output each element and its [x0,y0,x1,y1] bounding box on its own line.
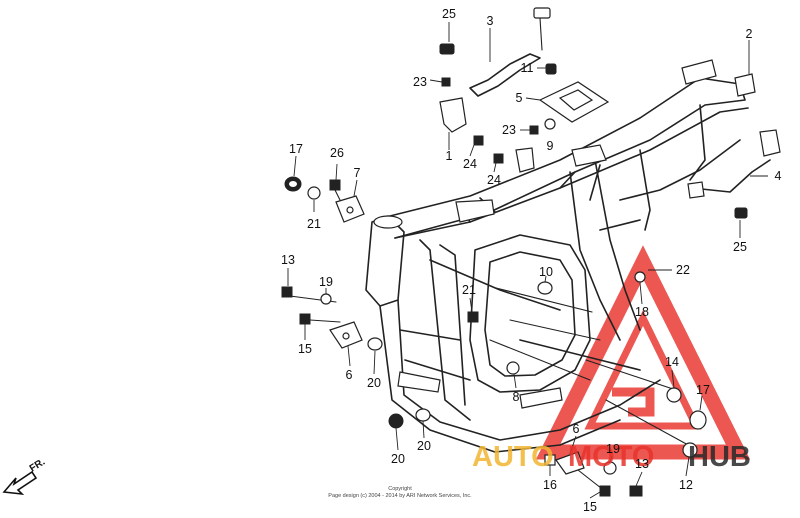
leader-lines [287,22,768,499]
hardware-bolt-26 [329,179,341,201]
callout-23: 23 [502,123,516,137]
hardware-bolt-13b [629,485,643,497]
callout-13: 13 [281,253,295,267]
hardware-bolt-24a [473,135,484,146]
callout-20: 20 [417,439,431,453]
callout-18: 18 [635,305,649,319]
hardware-bolt-25-right [734,207,748,219]
hardware-nut-20b [388,413,404,429]
hardware-collar-19a [320,293,332,305]
callout-25: 25 [733,240,747,254]
hardware-nut-17b [689,410,707,430]
callout-4: 4 [775,169,782,183]
hardware-nut-20a [367,337,383,351]
callout-21: 21 [307,217,321,231]
callout-2: 2 [746,27,753,41]
hardware-bolt-15a [299,313,311,325]
watermark-part2: MOTO [568,441,654,473]
callout-23: 23 [413,75,427,89]
hardware-bracket-small [515,147,535,173]
callout-14: 14 [665,355,679,369]
part-plate-5 [538,81,610,123]
callout-17: 17 [696,383,710,397]
frame-body [365,59,756,453]
copyright-notice: Copyright Page design (c) 2004 - 2014 by… [328,486,472,499]
hardware-nut-22 [634,271,646,283]
watermark-part3: HUB [688,441,751,473]
part-bracket-4 [687,129,781,199]
callout-16: 16 [543,478,557,492]
callout-19: 19 [319,275,333,289]
front-arrow-icon [2,470,38,496]
callout-7: 7 [354,166,361,180]
callout-1: 1 [446,149,453,163]
hardware-bolt-15b [577,469,611,497]
front-label: FR. [28,457,48,475]
part-mount-6-left [329,321,363,349]
watermark-part1: AUTO [472,441,554,473]
callout-5: 5 [516,91,523,105]
hardware-bolt-14 [666,387,682,403]
callout-24: 24 [487,173,501,187]
callout-15: 15 [298,342,312,356]
callout-19: 19 [606,442,620,456]
part-bracket-3 [469,7,551,97]
callout-17: 17 [289,142,303,156]
hardware-bolt-11 [545,63,557,75]
callout-6: 6 [573,422,580,436]
hardware-nut-17a [284,176,302,192]
callout-9: 9 [547,139,554,153]
front-direction-indicator: FR. [2,457,48,496]
callout-6: 6 [346,368,353,382]
callout-25: 25 [442,7,456,21]
copyright-line2: Page design (c) 2004 - 2014 by ARI Netwo… [328,493,472,499]
callout-21: 21 [462,283,476,297]
callout-8: 8 [513,390,520,404]
hardware-collar-21a [307,186,321,200]
callout-13: 13 [635,457,649,471]
watermark-text: AUTO MOTO HUB [472,441,751,473]
copyright-line1: Copyright [388,486,412,492]
callout-3: 3 [487,14,494,28]
hardware-collar-9 [544,118,556,130]
hardware-nut-20c [415,408,431,422]
hardware-nut-21b [467,311,479,323]
callout-labels: 25 3 2 11 23 5 23 9 1 24 24 17 26 7 21 4… [281,7,781,514]
hardware-collar-10 [537,281,553,295]
callout-11: 11 [521,61,534,75]
hardware-bolt-23b [529,125,539,135]
hardware-bolt-24b [493,153,504,164]
callout-24: 24 [463,157,477,171]
hardware-collar-8 [506,361,520,375]
watermark-logo [535,245,751,460]
hardware-bolt-13a [281,286,293,298]
callout-22: 22 [676,263,690,277]
part-bracket-1 [439,97,467,133]
callout-12: 12 [679,478,693,492]
hardware-bolt-25-top [439,43,455,55]
part-long-bolts [289,287,691,447]
callout-15: 15 [583,500,597,514]
part-mount-6-right [555,451,585,475]
callout-20: 20 [367,376,381,390]
callout-20: 20 [391,452,405,466]
callout-26: 26 [330,146,344,160]
hardware-nut-12 [682,442,698,458]
part-bracket-7 [335,195,365,223]
hardware-bolt-23a [441,77,451,87]
callout-10: 10 [539,265,553,279]
